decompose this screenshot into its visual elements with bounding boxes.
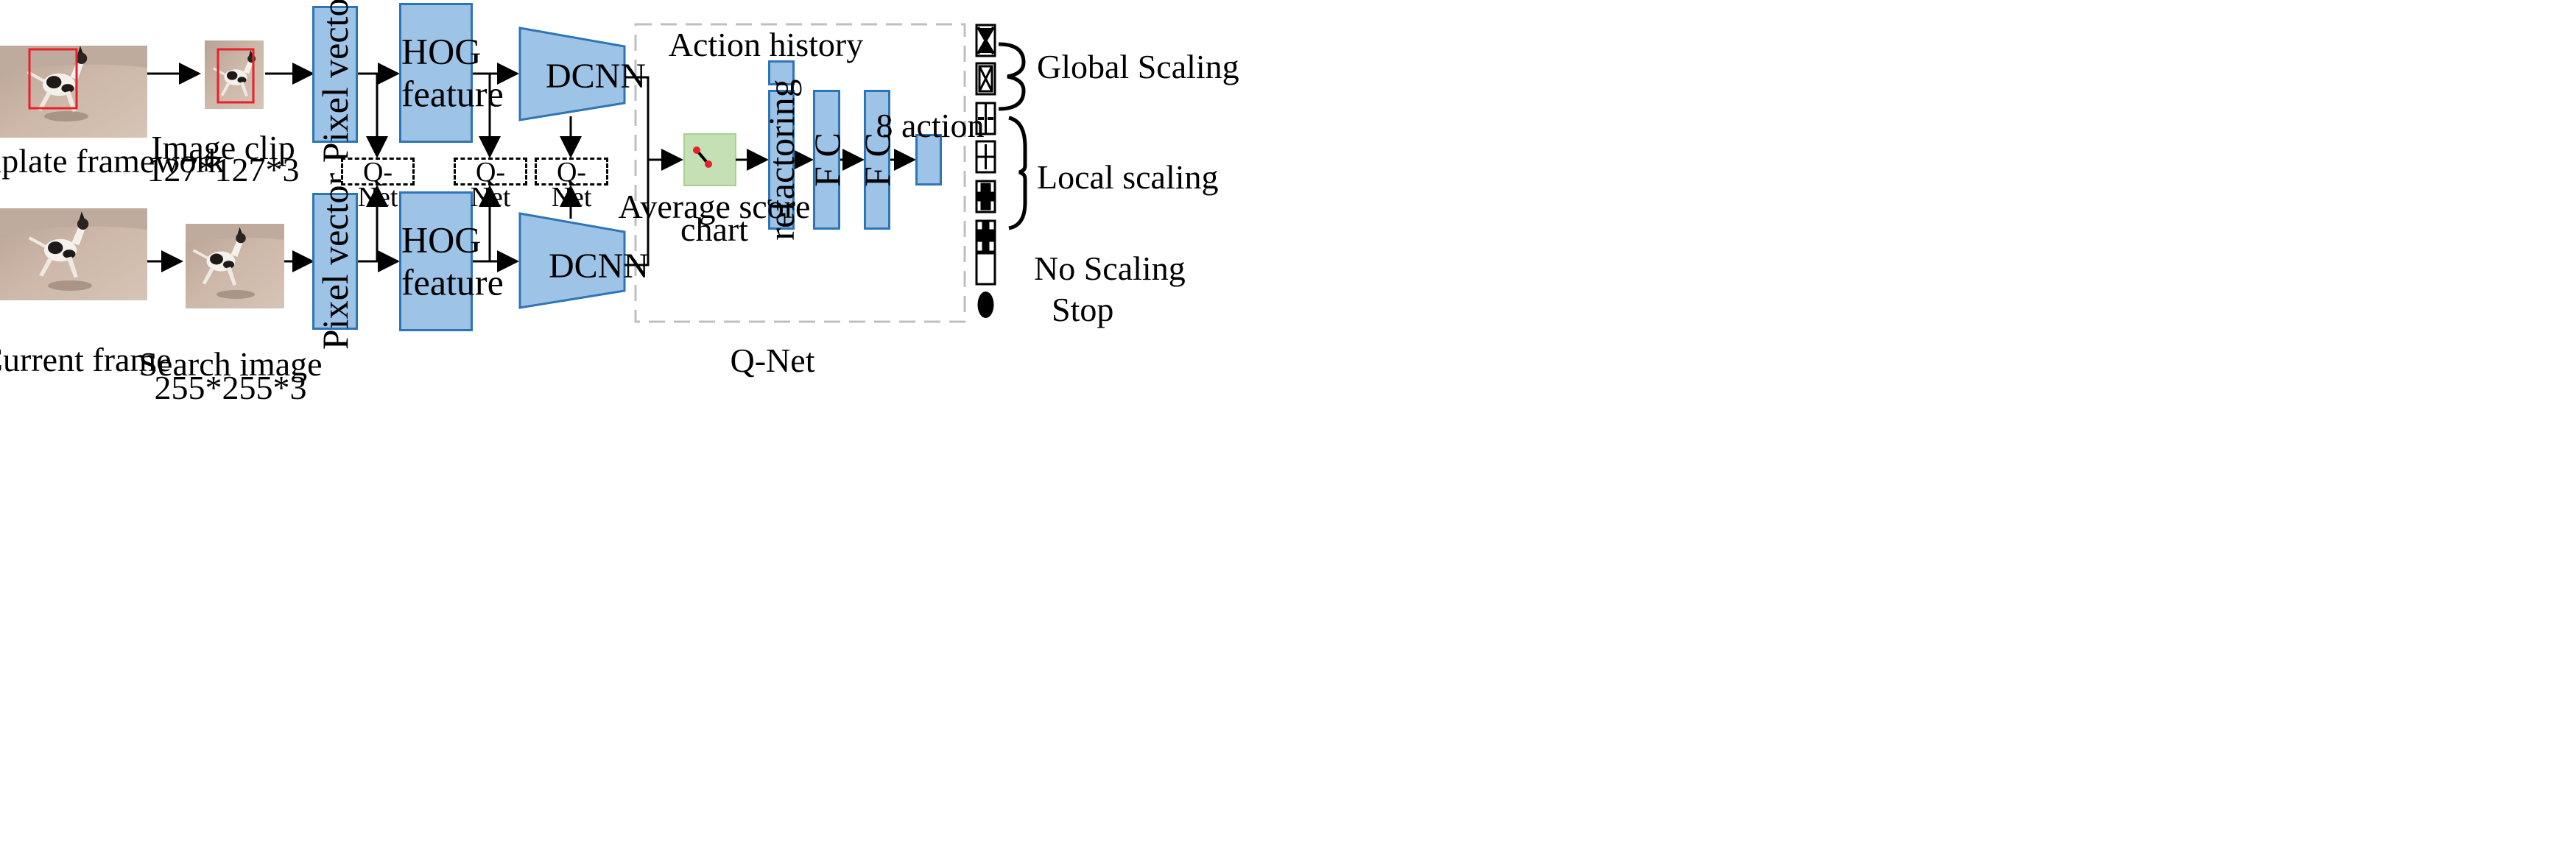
fc1-block: F C (806, 90, 848, 230)
hog-top-line2: feature (401, 73, 504, 114)
average-score-label-line1: Average score (618, 188, 811, 225)
stop-label: Stop (1052, 291, 1114, 328)
qnet-box-dcnn: Q-Net (535, 158, 608, 211)
average-score-chart (683, 133, 736, 186)
hog-top-line1: HOG (401, 30, 482, 72)
local-shrink-horizontal-icon (975, 102, 996, 135)
local-scaling-bracket (1008, 116, 1027, 230)
pixel-vector-bottom-block: Pixel vector (312, 173, 358, 350)
target-bbox (28, 48, 78, 110)
image-clip-label: Image clip (151, 129, 295, 166)
scale-expand-icon (975, 62, 996, 96)
clip-bbox (217, 48, 255, 104)
local-expand-horizontal-icon (975, 140, 996, 174)
search-image-size-label: 255*255*3 (154, 369, 307, 406)
local-scaling-label: Local scaling (1037, 158, 1219, 196)
qnet-region-label: Q-Net (730, 342, 815, 379)
refactoring-block: refactoring (761, 79, 802, 240)
dcnn-bottom-label: DCNN (549, 247, 650, 286)
score-point-start (693, 146, 700, 154)
average-score-label-line2: chart (680, 211, 748, 248)
fc2-block: F C (856, 90, 898, 230)
qnet-box-hog: Q-Net (454, 158, 527, 211)
dcnn-bottom-block (518, 212, 626, 309)
qnet-box-pixel: Q-Net (341, 158, 415, 211)
global-scaling-bracket (998, 42, 1026, 111)
action-history-label: Action history (668, 26, 864, 63)
hog-feature-bottom-block: HOG feature (399, 191, 504, 331)
eight-action-label: 8 action (876, 107, 985, 144)
hog-bottom-line2: feature (401, 261, 504, 303)
action-output-block (915, 134, 942, 186)
template-framework-label: Template framework (0, 142, 225, 180)
stop-icon (977, 292, 994, 318)
hog-bottom-line1: HOG (401, 219, 482, 261)
search-image-photo (186, 224, 284, 308)
pixel-vector-bottom-label: Pixel vector (314, 172, 356, 350)
qnet-region-border (634, 23, 966, 323)
search-image-label: Search image (138, 345, 323, 383)
no-scaling-label: No Scaling (1034, 250, 1186, 287)
pixel-vector-top-label: Pixel vector (314, 0, 356, 163)
dcnn-top-block (518, 27, 626, 121)
template-frame-photo (0, 46, 147, 138)
connector-dcnn-merge (624, 76, 650, 266)
image-clip-size-label: 127*127*3 (147, 151, 300, 188)
current-frame-label: Current frame (0, 341, 172, 378)
local-shrink-vertical-icon (975, 219, 996, 253)
hog-feature-top-block: HOG feature (399, 3, 504, 143)
dcnn-top-label: DCNN (546, 57, 647, 96)
scale-shrink-icon (975, 24, 996, 57)
pixel-vector-top-block: Pixel vector (312, 0, 358, 163)
local-expand-vertical-icon (975, 180, 996, 213)
current-frame-photo (0, 208, 147, 300)
score-point-end (705, 160, 712, 168)
global-scaling-label: Global Scaling (1037, 48, 1239, 85)
no-scaling-icon (975, 252, 996, 286)
fc1-label: F C (806, 133, 848, 187)
image-clip-photo (205, 40, 264, 109)
action-history-block (768, 60, 795, 85)
